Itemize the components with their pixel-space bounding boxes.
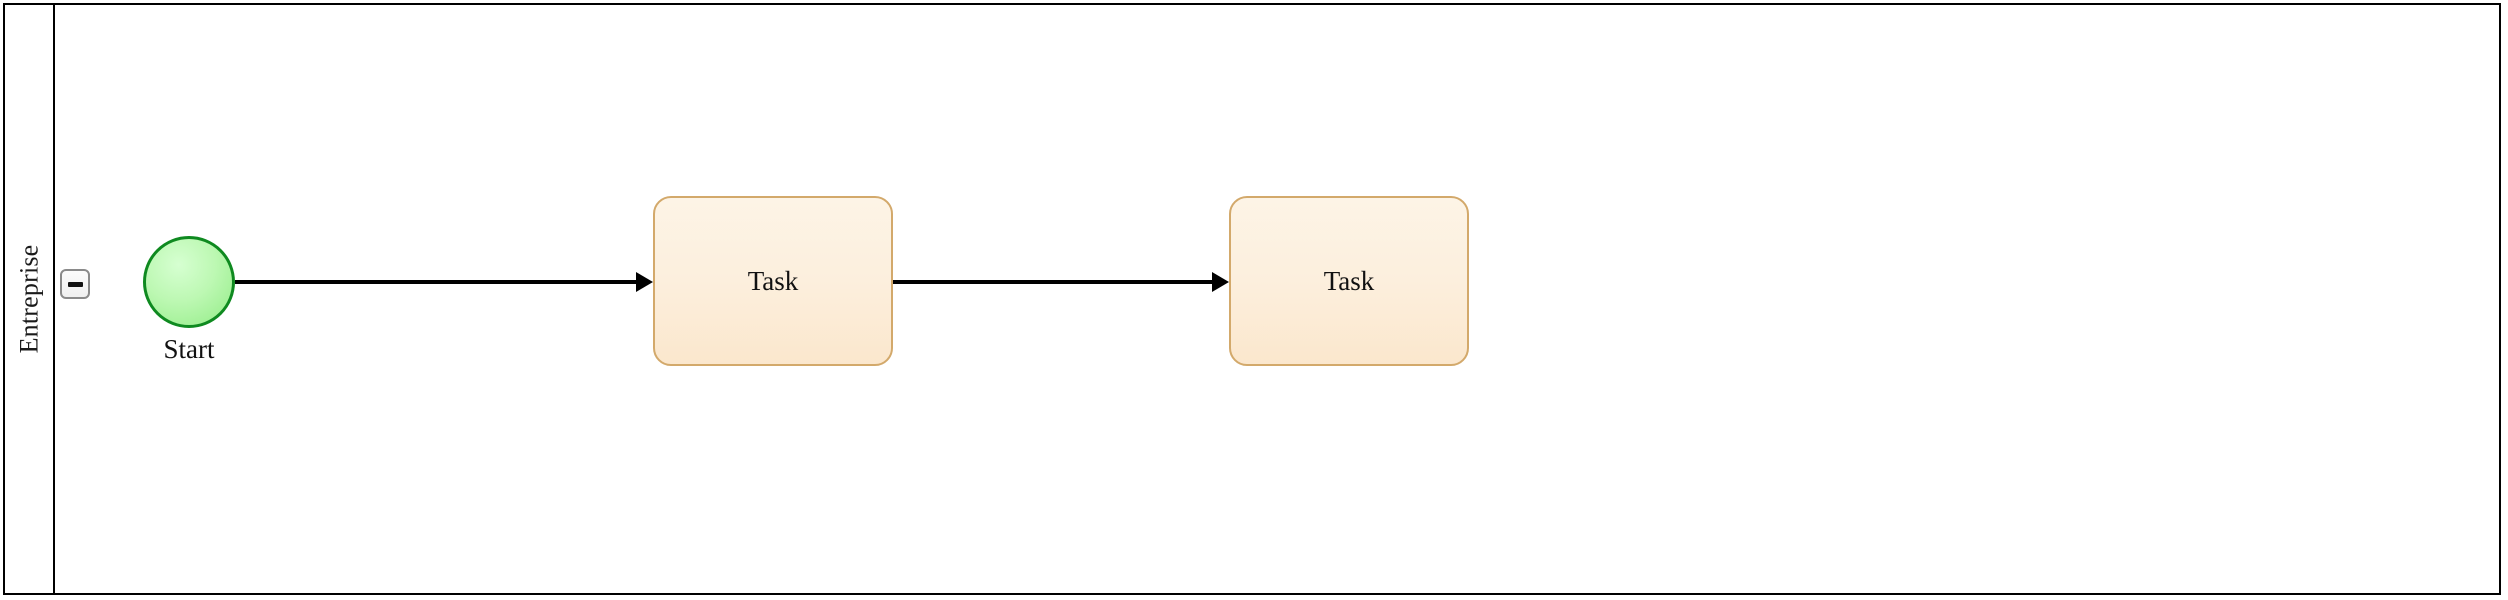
flow-line xyxy=(893,280,1213,284)
task-node-2[interactable]: Task xyxy=(1229,196,1469,366)
sequence-flow-start-to-task-1[interactable] xyxy=(235,272,653,292)
arrowhead-icon xyxy=(1212,272,1229,292)
lane-name-label: Entreprise xyxy=(14,244,43,354)
lane-collapse-button[interactable] xyxy=(60,269,90,299)
pool-entreprise[interactable]: Entreprise xyxy=(3,3,2501,595)
minus-icon xyxy=(67,281,83,287)
start-event-circle xyxy=(143,236,235,328)
lane-header[interactable]: Entreprise xyxy=(5,5,55,593)
start-event-label: Start xyxy=(163,334,215,364)
task-label: Task xyxy=(747,265,799,296)
flow-line xyxy=(235,280,637,284)
start-event[interactable]: Start xyxy=(143,236,235,364)
sequence-flow-task-1-to-task-2[interactable] xyxy=(893,272,1229,292)
task-node-1[interactable]: Task xyxy=(653,196,893,366)
arrowhead-icon xyxy=(636,272,653,292)
task-label: Task xyxy=(1323,265,1375,296)
